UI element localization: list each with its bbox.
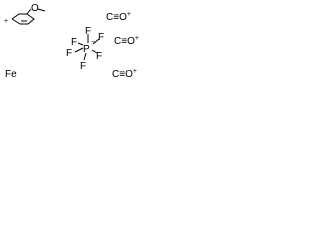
iron-label: Fe bbox=[5, 69, 17, 80]
cation-charge: + bbox=[4, 18, 8, 25]
hexafluorophosphate-anion: P − F F F F F F bbox=[66, 26, 104, 72]
p-f-bond-bottom bbox=[83, 52, 87, 61]
fluorine-label-left: F bbox=[66, 48, 72, 59]
fluorine-label-bottom: F bbox=[80, 61, 86, 72]
carbonyl-2-formula: C≡O+ bbox=[114, 35, 139, 47]
fluorine-label-upper-right: F bbox=[98, 32, 104, 43]
p-f-bond-right bbox=[91, 49, 98, 54]
fluorine-label-upper-left: F bbox=[71, 37, 77, 48]
oxygen-methyl-bond bbox=[37, 8, 46, 12]
fluorine-label-top: F bbox=[85, 26, 91, 37]
chemical-structure-diagram: + O Fe P − F F F F F F C≡O+ C≡O+ C≡O+ bbox=[4, 3, 139, 80]
methoxycyclohexadienyl-cation: + O bbox=[4, 3, 46, 25]
carbonyl-ligand-3: C≡O+ bbox=[112, 68, 137, 80]
fluorine-label-right: F bbox=[96, 51, 102, 62]
p-f-bond-upper-left bbox=[77, 42, 84, 46]
carbonyl-3-formula: C≡O+ bbox=[112, 68, 137, 80]
methoxy-oxygen-label: O bbox=[31, 3, 39, 14]
ring-bonds bbox=[11, 13, 35, 25]
carbonyl-1-formula: C≡O+ bbox=[106, 11, 131, 23]
anion-charge: − bbox=[91, 39, 95, 46]
phosphorus-label: P bbox=[83, 44, 90, 55]
p-f-bond-left bbox=[74, 47, 84, 53]
ring-oxygen-bond bbox=[26, 8, 32, 15]
carbonyl-ligand-2: C≡O+ bbox=[114, 35, 139, 47]
p-f-bond-upper-right bbox=[92, 38, 100, 45]
carbonyl-ligand-1: C≡O+ bbox=[106, 11, 131, 23]
